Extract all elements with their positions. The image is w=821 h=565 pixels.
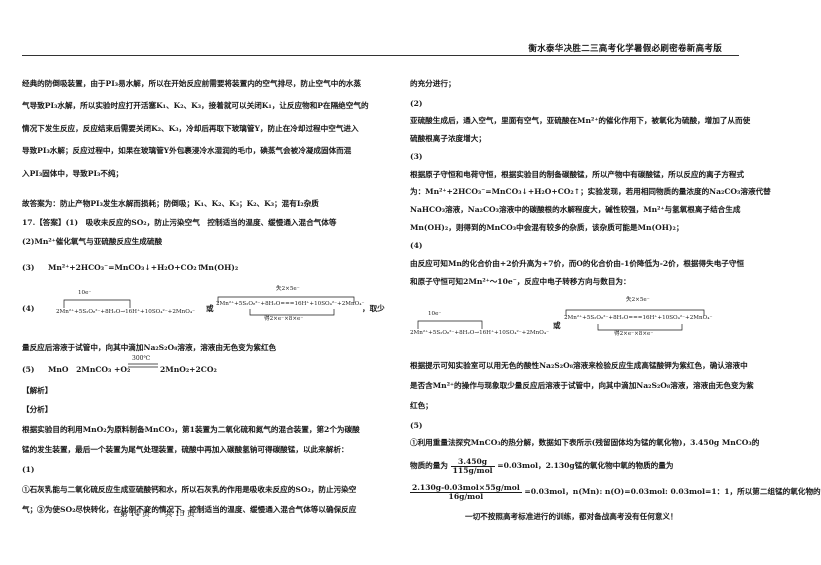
fraction-1-numerator: 3.450g	[450, 458, 495, 467]
page-footnote: 一切不按照高考标准进行的训练，都对备战高考没有任何意义！	[465, 512, 678, 521]
right-line-2: (2)	[410, 99, 423, 108]
left-line-12-products: 2MnO₂+2CO₂	[160, 365, 217, 374]
right-line-12: 和原子守恒可知2Mn²⁺～10e⁻，反应中电子转移方向与数目为：	[410, 277, 631, 286]
right-line-20: 2.130g-0.03mol×55g/mol 16g/mol =0.03mol，…	[410, 484, 821, 500]
left-line-9-impurity: Mn(OH)₂	[200, 263, 239, 272]
diagram-b-equation: 2Mn²⁺+5S₂O₈²⁻+8H₂O===16H⁺+10SO₄²⁻+2MnO₄⁻	[216, 301, 365, 307]
left-line-4: 导致PI₃水解；反应过程中，如果在玻璃管Y外包裹浸冷水湿润的毛巾，碘蒸气会被冷凝…	[22, 146, 352, 155]
diagram-a-equation: 2Mn²⁺+5S₂O₈²⁻+8H₂O→16H⁺+10SO₄²⁻+2MnO₄⁻	[56, 309, 196, 315]
electron-transfer-diagram-b: 失2×5e⁻ 2Mn²⁺+5S₂O₈²⁻+8H₂O===16H⁺+10SO₄²⁻…	[214, 286, 365, 325]
right-line-5: (3)	[410, 152, 423, 161]
left-line-12-condition: 300℃	[132, 355, 151, 362]
left-line-15: 根据实验目的利用MnO₂为原料制备MnCO₃，第1装置为二氧化硫和氮气的混合装置…	[22, 425, 360, 434]
right-line-7: 为：Mn²⁺+2HCO₃⁻=MnCO₃↓+H₂O+CO₂↑；实验发现，若用相同物…	[410, 187, 771, 196]
left-line-11: 量反应后溶液于试管中，向其中滴加Na₂S₂O₈溶液，溶液由无色变为紫红色	[22, 343, 277, 352]
diagram-d-equation: 2Mn²⁺+5S₂O₈²⁻+8H₂O===16H⁺+10SO₄²⁻+2MnO₄⁻	[564, 315, 713, 321]
right-line-11: 由反应可知Mn的化合价由+2价升高为+7价，而O的化合价由-1价降低为-2价，根…	[410, 259, 745, 268]
diagram-d-brackets	[565, 309, 705, 331]
right-line-8: NaHCO₃溶液，Na₂CO₃溶液中的碳酸根的水解程度大，碱性较强，Mn²⁺与氢…	[410, 205, 741, 214]
left-line-10-end: ，取少	[362, 304, 385, 313]
left-line-16: 锰的发生装置，最后一个装置为尾气处理装置，硫酸中再加入碳酸氢钠可得碳酸锰，以此来…	[22, 445, 349, 454]
right-line-4: 硫酸根离子浓度增大；	[410, 134, 486, 143]
left-line-19: 气；③为使SO₂尽快转化，在比例不变的情况下，控制适当的温度、缓慢通入混合气体等…	[22, 505, 357, 514]
right-line-3: 亚硫酸生成后，通入空气，里面有空气，亚硫酸在Mn²⁺的催化作用下，被氧化为硫酸，…	[410, 116, 751, 125]
diagram-a-top-label: 10e⁻	[78, 290, 92, 296]
fraction-oxygen-amount: 2.130g-0.03mol×55g/mol 16g/mol	[410, 484, 522, 500]
fraction-2-denominator: 16g/mol	[448, 491, 484, 501]
fraction-2-numerator: 2.130g-0.03mol×55g/mol	[410, 483, 522, 493]
right-line-15: 是否含Mn²⁺的操作与现象取少量反应后溶液于试管中，向其中滴加Na₂S₂O₈溶液…	[410, 381, 754, 390]
right-line-6: 根据原子守恒和电荷守恒，根据实验目的制备碳酸锰，所以产物中有碳酸锰，所以反应的离…	[410, 170, 745, 179]
right-line-1: 的充分进行；	[410, 79, 456, 88]
diagram-d-bottom-label: 得2×e⁻×8×e⁻	[614, 331, 654, 337]
right-line-17: (5)	[410, 421, 423, 430]
diagram-a-bracket	[63, 299, 131, 308]
header-title: 衡水泰华决胜二三高考化学暑假必刷密卷新高考版	[528, 44, 722, 54]
right-line-9: Mn(OH)₂，则得到的MnCO₃中会混有较多的杂质，该杂质可能是Mn(OH)₂…	[410, 223, 684, 232]
diagram-b-brackets	[217, 296, 355, 316]
left-line-17: (1)	[22, 465, 35, 474]
left-line-10-or: 或	[206, 304, 214, 313]
left-line-18: ①石灰乳能与二氧化硫反应生成亚硫酸钙和水，所以石灰乳的作用是吸收未反应的SO₂，…	[22, 485, 357, 494]
left-line-1: 经典的防倒吸装置，由于PI₃易水解，所以在开始反应前需要将装置内的空气排尽，防止…	[22, 79, 362, 88]
right-line-19-prefix: 物质的量为	[410, 461, 448, 471]
diagram-c-bracket	[417, 320, 483, 329]
electron-transfer-diagram-a: 10e⁻ 2Mn²⁺+5S₂O₈²⁻+8H₂O→16H⁺+10SO₄²⁻+2Mn…	[56, 290, 228, 320]
right-line-10: (4)	[410, 241, 423, 250]
left-line-10-label: (4)	[22, 304, 35, 313]
right-line-13-or: 或	[553, 321, 561, 330]
right-line-20-suffix: =0.03mol，n(Mn): n(O)=0.03mol: 0.03mol=1：…	[524, 487, 821, 497]
right-line-14: 根据提示可知实验室可以用无色的酸性Na₂S₂O₈溶液来检验反应生成高锰酸钾为紫红…	[410, 361, 748, 370]
left-line-8: (2)Mn²⁺催化氧气与亚硫酸反应生成硫酸	[22, 237, 163, 246]
left-line-14: 【分析】	[22, 405, 53, 414]
diagram-c-top-label: 10e⁻	[428, 311, 442, 317]
electron-transfer-diagram-c: 10e⁻ 2Mn²⁺+5S₂O₈²⁻+8H₂O→16H⁺+10SO₄²⁻+2Mn…	[410, 311, 570, 341]
electron-transfer-diagram-d: 失2×5e⁻ 2Mn²⁺+5S₂O₈²⁻+8H₂O===16H⁺+10SO₄²⁻…	[562, 297, 713, 338]
diagram-b-top-label: 失2×5e⁻	[276, 286, 300, 292]
left-line-9-label: (3)	[22, 263, 35, 272]
fraction-molar-amount: 3.450g 115g/mol	[450, 458, 495, 475]
left-line-13: 【解析】	[22, 386, 53, 395]
left-line-6: 故答案为：防止产物PI₃发生水解而损耗；防倒吸；K₁、K₂、K₃；K₂、K₃；混…	[22, 199, 319, 208]
right-line-18: ①利用重量法探究MnCO₃的热分解，数据如下表所示(残留固体均为锰的氧化物)，3…	[410, 438, 760, 447]
left-line-7: 17.【答案】(1) 吸收未反应的SO₂，防止污染空气 控制适当的温度、缓慢通入…	[22, 218, 337, 227]
fraction-1-denominator: 115g/mol	[452, 465, 493, 475]
left-line-3: 情况下发生反应，反应结束后需要关闭K₂、K₃，冷却后再取下玻璃管Y，防止在冷却过…	[22, 124, 359, 133]
right-line-19: 物质的量为 3.450g 115g/mol =0.03mol，2.130g锰的氧…	[410, 458, 673, 474]
diagram-c-equation: 2Mn²⁺+5S₂O₈²⁻+8H₂O→16H⁺+10SO₄²⁻+2MnO₄⁻	[410, 330, 550, 336]
diagram-d-top-label: 失2×5e⁻	[626, 297, 650, 303]
condition-equals-sign	[128, 363, 158, 368]
diagram-b-bottom-label: 得2×e⁻×8×e⁻	[264, 316, 304, 322]
right-line-16: 红色；	[410, 401, 433, 410]
right-line-19-suffix: =0.03mol，2.130g锰的氧化物中氧的物质的量为	[497, 461, 674, 471]
left-line-9-equation: Mn²⁺+2HCO₃⁻=MnCO₃↓+H₂O+CO₂↑	[48, 263, 203, 272]
left-line-12-label: (5)	[22, 365, 35, 374]
left-line-12-equation: MnO 2MnCO₃ +O₂	[48, 365, 131, 374]
left-line-2: 气导致PI₃水解，所以实验时应打开活塞K₁、K₂、K₃，接着就可以关闭K₁，让反…	[22, 101, 369, 110]
left-line-5: 入PI₃固体中，导致PI₃不纯；	[22, 169, 124, 178]
header-rule	[22, 55, 739, 56]
page-footer: 第 14 页 共 15 页	[120, 509, 195, 518]
